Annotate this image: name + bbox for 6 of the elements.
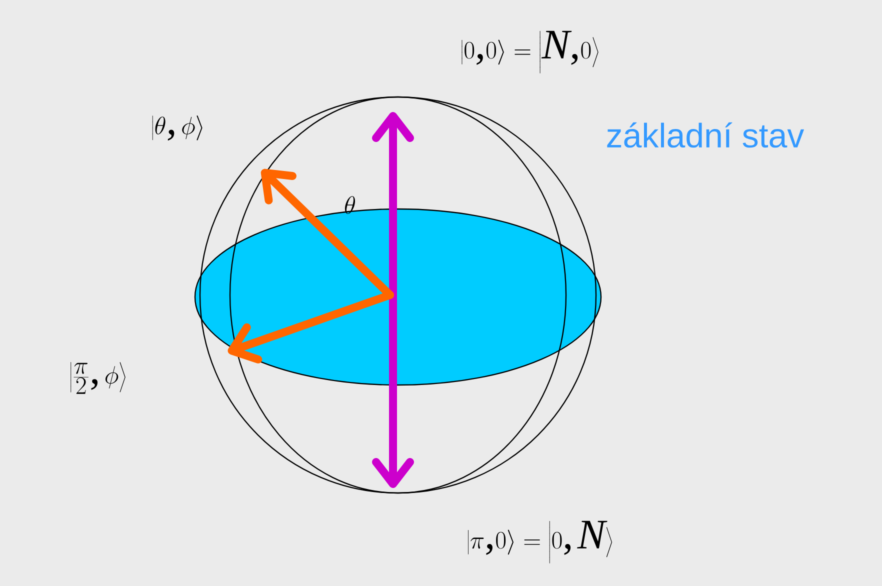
state-label: $\left|\pi{,}0\right\rangle=\left|0,N\right\rangle$ xyxy=(468,520,612,564)
angle-label: $\theta$ xyxy=(344,196,356,214)
state-label: $\left|\theta,\phi\right\rangle$ xyxy=(152,115,202,141)
state-label: $\left|0{,}0\right\rangle=\left|N{,}0\right\rangle$ xyxy=(462,30,598,74)
state-label: $\left|\frac{\pi}{2},\phi\right\rangle$ xyxy=(70,362,126,394)
caption-text: základní stav xyxy=(607,122,804,148)
